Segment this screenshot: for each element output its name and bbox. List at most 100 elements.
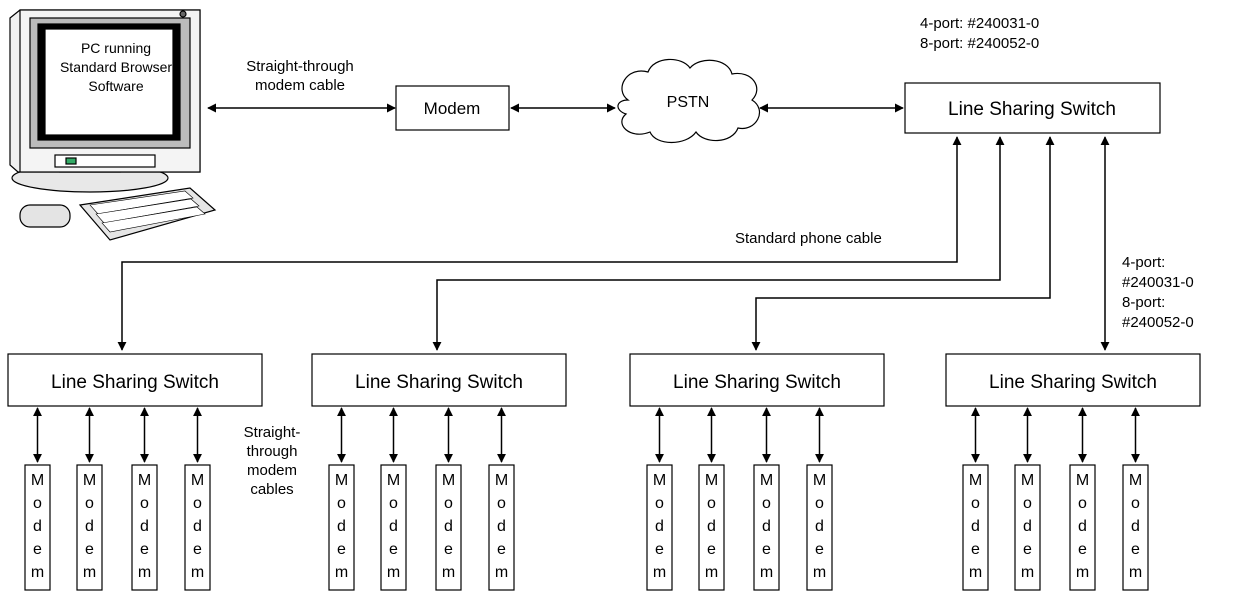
modem-box xyxy=(131,464,158,591)
modem-letter: o xyxy=(497,495,506,512)
line-sharing-switch-label: Line Sharing Switch xyxy=(989,372,1157,393)
modem-letter: e xyxy=(33,541,42,558)
pstn-cloud xyxy=(617,58,760,144)
modem-box xyxy=(646,464,673,591)
modem-letter: M xyxy=(1021,472,1034,489)
modem-box xyxy=(753,464,780,591)
right-part-number-2: #240031-0 xyxy=(1122,274,1194,291)
modem-letter: m xyxy=(495,564,508,581)
modem-letter: o xyxy=(193,495,202,512)
modem-letter: M xyxy=(969,472,982,489)
modem-letter: m xyxy=(653,564,666,581)
modem-letter: o xyxy=(85,495,94,512)
top-part-number-4port: 4-port: #240031-0 xyxy=(920,15,1039,32)
modem-letter: e xyxy=(444,541,453,558)
modem-box xyxy=(328,464,355,591)
modem-letter: o xyxy=(140,495,149,512)
pc-screen-text: PC running Standard Browser Software xyxy=(60,40,172,94)
modem-letter: o xyxy=(1023,495,1032,512)
modem-letter: e xyxy=(1131,541,1140,558)
modem-letter: e xyxy=(707,541,716,558)
modem-box xyxy=(1014,464,1041,591)
line-sharing-switch-label: Line Sharing Switch xyxy=(673,372,841,393)
modem-letter: d xyxy=(33,518,42,535)
modem-letter: m xyxy=(705,564,718,581)
modem-box xyxy=(184,464,211,591)
right-part-number-3: 8-port: xyxy=(1122,294,1165,311)
modem-box xyxy=(435,464,462,591)
modem-letter: o xyxy=(1078,495,1087,512)
phone-cable-lines xyxy=(117,136,1110,351)
modem-letter: M xyxy=(138,472,151,489)
modem-letter: d xyxy=(655,518,664,535)
modem-box xyxy=(380,464,407,591)
modem-letter: M xyxy=(31,472,44,489)
modem-letter: M xyxy=(705,472,718,489)
modem-letter: o xyxy=(1131,495,1140,512)
modem-letter: o xyxy=(655,495,664,512)
modem-letter: e xyxy=(85,541,94,558)
modem-letter: d xyxy=(389,518,398,535)
modem-box xyxy=(1122,464,1149,591)
line-sharing-switch-box xyxy=(7,353,263,407)
modem-letter: d xyxy=(337,518,346,535)
modem-box xyxy=(698,464,725,591)
modem-letter: M xyxy=(1076,472,1089,489)
modem-letter: d xyxy=(140,518,149,535)
modem-letter: d xyxy=(1131,518,1140,535)
modem-letter: m xyxy=(813,564,826,581)
switch-groups: Line Sharing SwitchModemModemModemModemL… xyxy=(7,353,1201,591)
standard-phone-cable-label: Standard phone cable xyxy=(735,230,882,247)
modem-letter: d xyxy=(1078,518,1087,535)
pstn-label: PSTN xyxy=(667,94,710,111)
pc-line-3: Software xyxy=(88,78,143,94)
modem-letter: m xyxy=(335,564,348,581)
modem-letter: e xyxy=(337,541,346,558)
modem-letter: d xyxy=(193,518,202,535)
straight-cable-label-2: modem cable xyxy=(255,77,345,94)
modem-letter: M xyxy=(83,472,96,489)
pc-line-2: Standard Browser xyxy=(60,59,172,75)
modem-letter: e xyxy=(815,541,824,558)
modem-box xyxy=(488,464,515,591)
line-sharing-switch-box xyxy=(311,353,567,407)
straight-cables-line-4: cables xyxy=(250,481,293,498)
straight-cables-label: Straight- through modem cables xyxy=(244,424,301,498)
line-sharing-switch-label: Line Sharing Switch xyxy=(51,372,219,393)
modem-letter: o xyxy=(707,495,716,512)
modem-letter: o xyxy=(815,495,824,512)
modem-letter: e xyxy=(497,541,506,558)
modem-letter: m xyxy=(83,564,96,581)
modem-letter: M xyxy=(813,472,826,489)
line-sharing-switch-label: Line Sharing Switch xyxy=(355,372,523,393)
modem-letter: e xyxy=(971,541,980,558)
straight-cables-line-1: Straight- xyxy=(244,424,301,441)
modem-letter: M xyxy=(653,472,666,489)
modem-box xyxy=(1069,464,1096,591)
modem-letter: m xyxy=(138,564,151,581)
modem-letter: d xyxy=(85,518,94,535)
modem-box xyxy=(24,464,51,591)
modem-letter: m xyxy=(442,564,455,581)
modem-letter: o xyxy=(33,495,42,512)
top-part-number-8port: 8-port: #240052-0 xyxy=(920,35,1039,52)
straight-cable-label-1: Straight-through xyxy=(246,58,354,75)
line-sharing-switch-box xyxy=(629,353,885,407)
modem-letter: M xyxy=(191,472,204,489)
modem-box xyxy=(76,464,103,591)
modem-letter: e xyxy=(389,541,398,558)
modem-letter: d xyxy=(815,518,824,535)
right-part-number-4: #240052-0 xyxy=(1122,314,1194,331)
modem-letter: e xyxy=(1078,541,1087,558)
modem-letter: e xyxy=(140,541,149,558)
modem-letter: e xyxy=(1023,541,1032,558)
modem-letter: e xyxy=(655,541,664,558)
modem-letter: m xyxy=(969,564,982,581)
modem-letter: d xyxy=(497,518,506,535)
modem-letter: M xyxy=(760,472,773,489)
modem-letter: M xyxy=(387,472,400,489)
modem-box xyxy=(806,464,833,591)
